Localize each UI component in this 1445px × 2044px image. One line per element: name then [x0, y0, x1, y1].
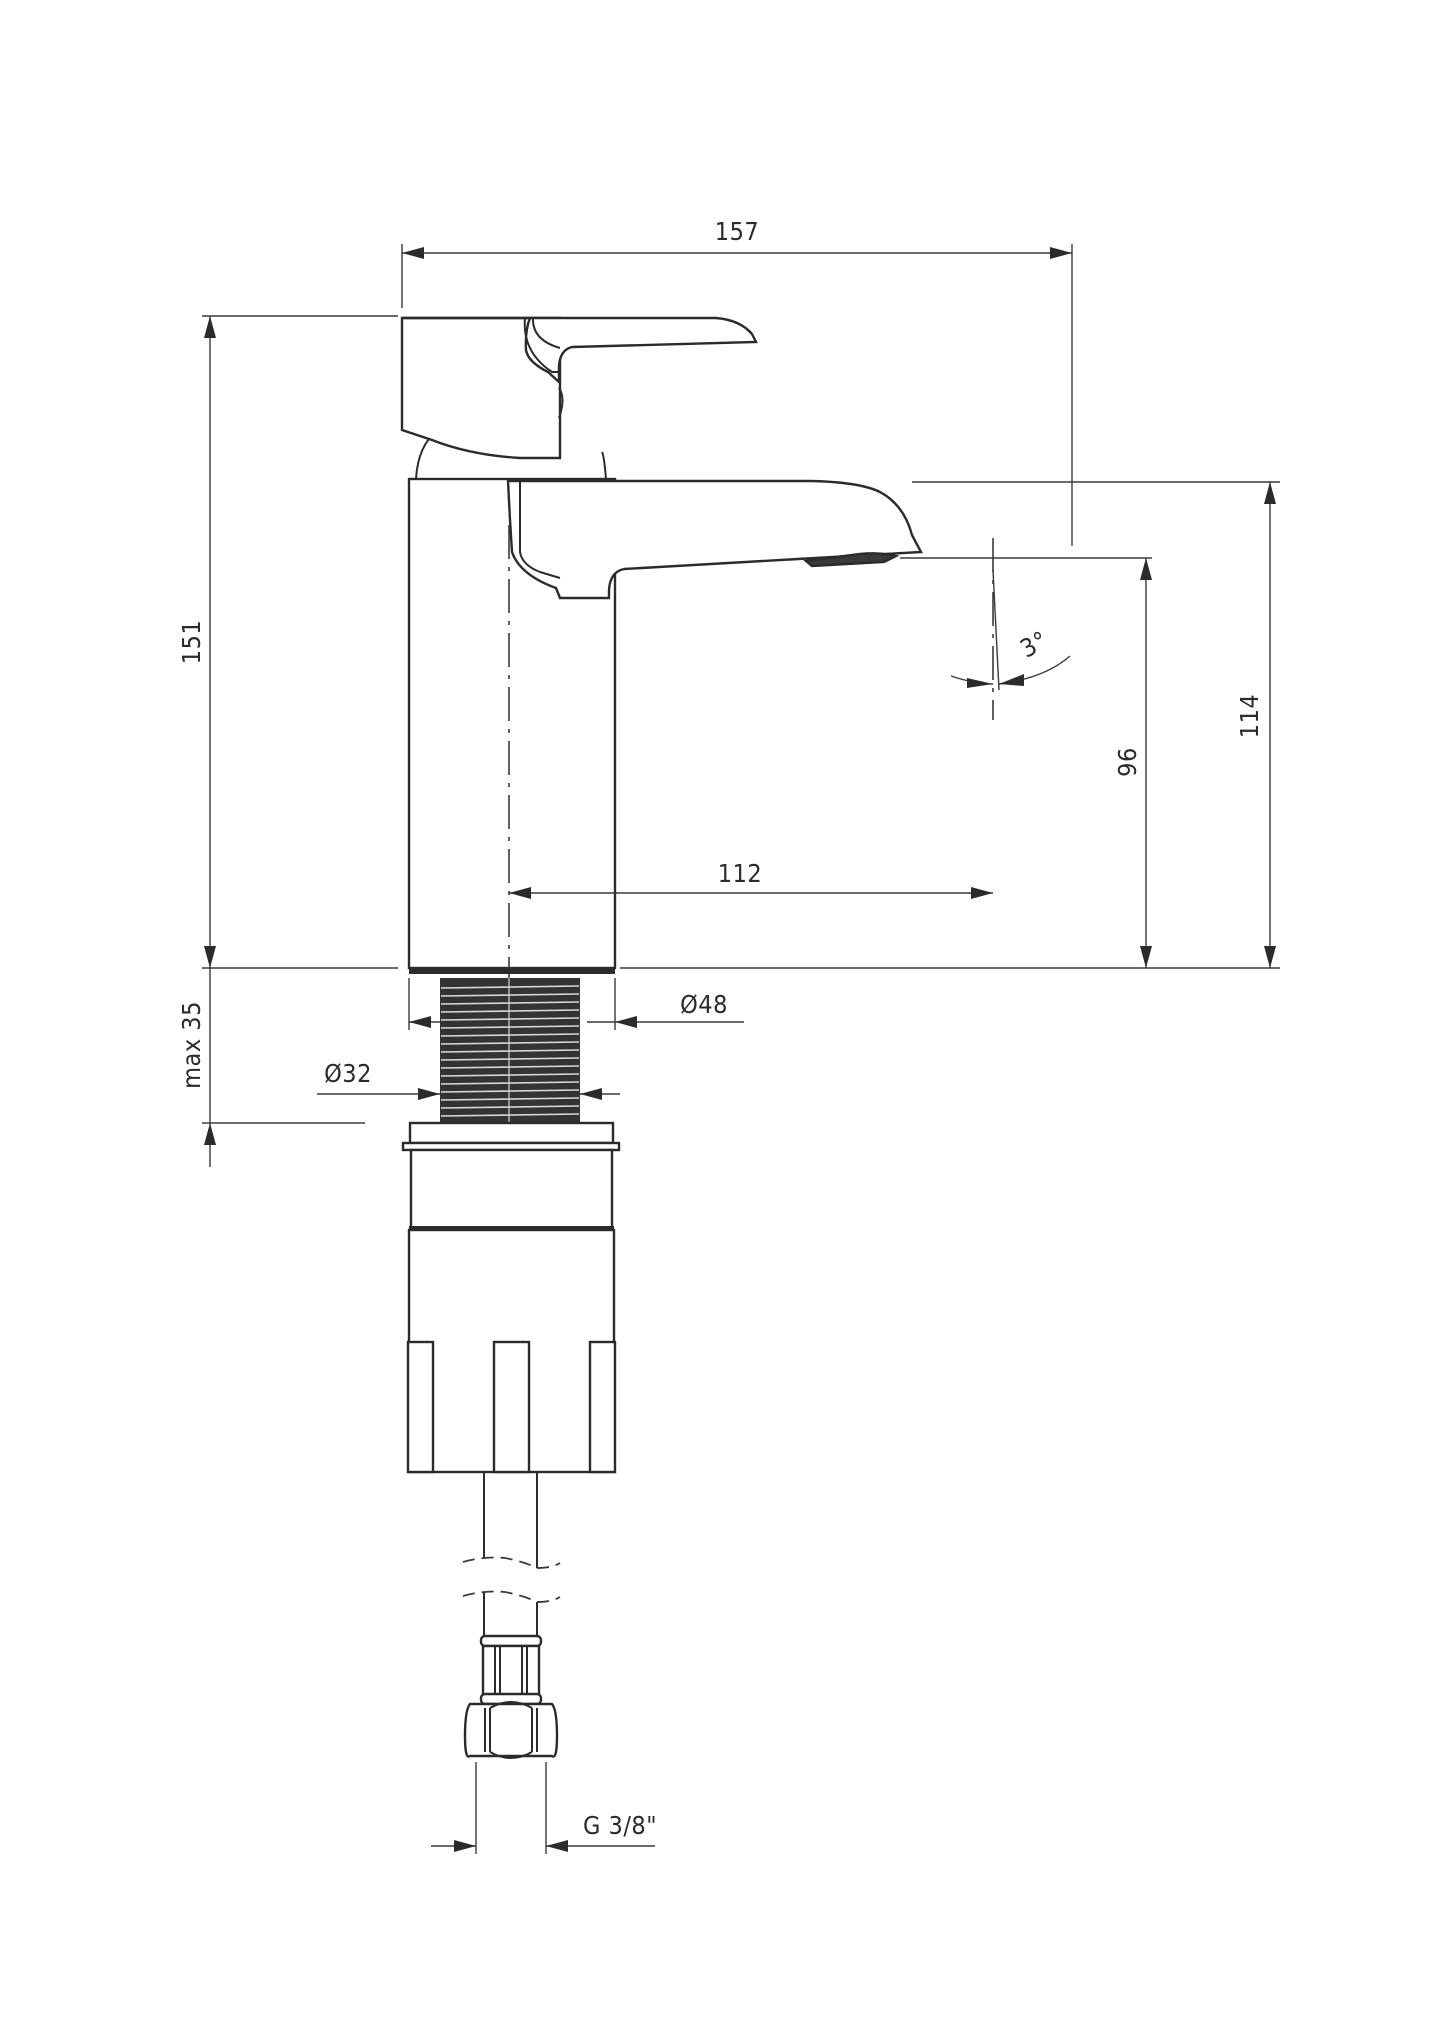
mounting-nut: [401, 1121, 621, 1474]
dimension-outlet-angle: 3°: [950, 625, 1071, 688]
dimension-hose-connection: G 3/8": [431, 1762, 657, 1854]
dimension-body-diameter: Ø48: [408, 978, 744, 1030]
dimension-label-114: 114: [1235, 694, 1264, 738]
dimension-label-d32: Ø32: [324, 1059, 372, 1088]
hose-nut: [463, 1634, 559, 1759]
dimension-max-countertop: max 35: [177, 968, 365, 1167]
dimension-spout-reach: 112: [509, 859, 993, 899]
dimension-label-157: 157: [715, 217, 759, 246]
dimension-label-3deg: 3°: [1015, 625, 1052, 663]
dimension-overall-width: 157: [401, 217, 1073, 546]
dimension-label-g38: G 3/8": [583, 1811, 657, 1840]
dimension-label-112: 112: [718, 859, 762, 888]
aerator: [803, 552, 900, 568]
dimension-label-151: 151: [177, 620, 206, 664]
dimension-label-max35: max 35: [177, 1001, 206, 1089]
threaded-shank: [409, 968, 615, 1123]
dimension-thread-diameter: Ø32: [317, 1059, 620, 1100]
dimension-overall-height: 151: [177, 315, 398, 969]
lever-handle: [400, 316, 758, 460]
spout: [506, 479, 1280, 600]
dimension-outlet-height: 96: [900, 557, 1152, 968]
dimension-label-96: 96: [1113, 747, 1142, 777]
flexible-hose: [462, 1472, 561, 1638]
dimension-spout-top-height: 114: [1235, 482, 1276, 968]
dimension-label-d48: Ø48: [680, 990, 728, 1019]
